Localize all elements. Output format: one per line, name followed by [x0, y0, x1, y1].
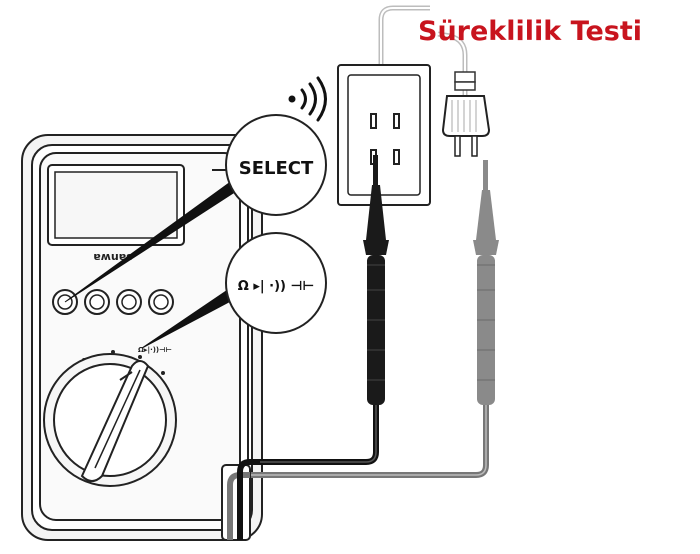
- meter-buttons: [52, 289, 174, 315]
- sound-waves-icon: [288, 76, 327, 122]
- power-plug-icon: [437, 31, 491, 157]
- lcd-window: [54, 171, 178, 239]
- select-callout: [225, 114, 327, 216]
- dial-function-mark: Ω▸|·))⊣⊢: [138, 346, 172, 355]
- gray-test-lead: [227, 160, 499, 535]
- rotary-dial[interactable]: [43, 353, 177, 487]
- black-test-lead: [237, 155, 389, 535]
- wall-outlet-icon: [337, 5, 431, 206]
- select-callout-label: SELECT: [239, 158, 314, 179]
- function-callout: [225, 232, 327, 334]
- page-title: Süreklilik Testi: [418, 16, 643, 47]
- function-callout-label: Ω ▸| ·)) ⊣⊢: [238, 279, 315, 294]
